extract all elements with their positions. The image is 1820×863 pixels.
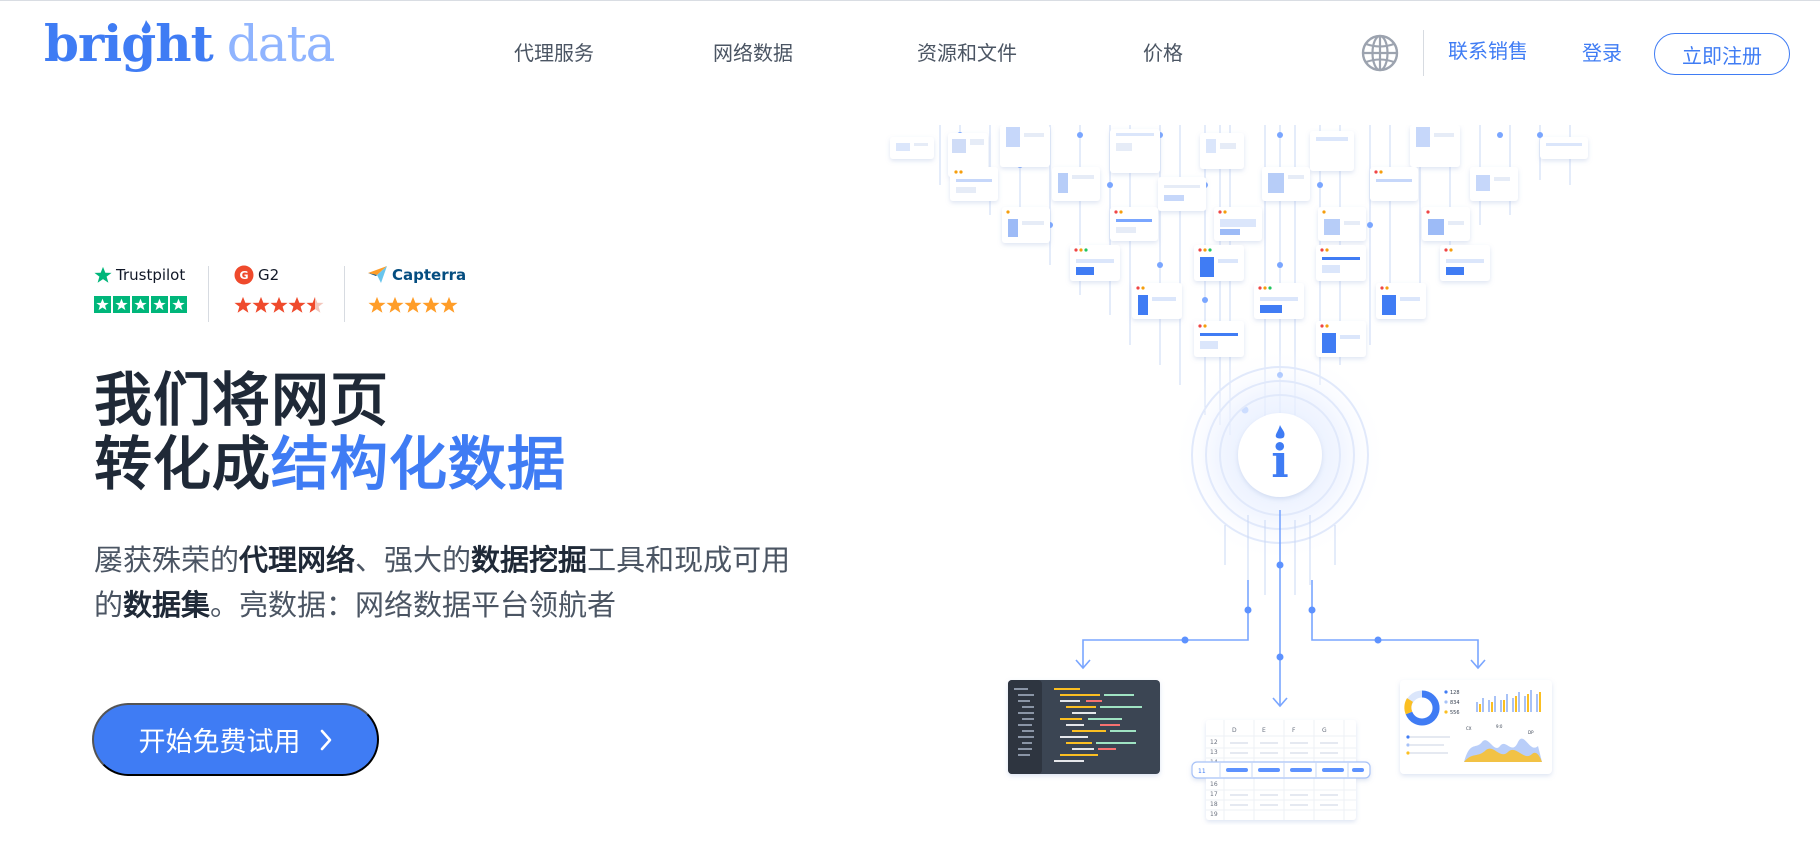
rating-trustpilot[interactable]: Trustpilot [94, 264, 187, 324]
header-divider [1423, 30, 1424, 76]
rating-name-g2: G2 [258, 266, 280, 284]
subtitle-text: 、强大的 [355, 543, 472, 577]
subtitle-bold-mining: 数据挖掘 [471, 543, 588, 577]
cta-label: 开始免费试用 [138, 727, 301, 757]
start-free-trial-button[interactable]: 开始免费试用 [92, 703, 379, 776]
brand-word-bright: bright [44, 14, 214, 73]
g2-stars [234, 296, 324, 314]
brand-logo[interactable]: bright data [44, 14, 336, 84]
rating-divider [344, 266, 345, 322]
capterra-stars [368, 296, 466, 314]
svg-text:834: 834 [1450, 700, 1460, 706]
capterra-logo-icon [368, 266, 387, 283]
headline-line-2-accent: 结构化数据 [271, 430, 567, 498]
svg-text:12: 12 [1210, 739, 1218, 746]
subtitle-bold-datasets: 数据集 [123, 588, 211, 622]
subtitle-bold-proxy: 代理网络 [239, 543, 356, 577]
svg-text:G: G [1322, 727, 1327, 734]
globe-icon[interactable] [1360, 33, 1400, 73]
rating-name-trustpilot: Trustpilot [116, 266, 186, 284]
nav-item-proxy[interactable]: 代理服务 [514, 41, 594, 65]
svg-text:17: 17 [1210, 791, 1218, 798]
svg-text:13: 13 [1210, 749, 1218, 756]
table-card: D E F G 12 13 14 16 17 18 19 11 [1191, 720, 1371, 820]
brand-word-data: data [226, 15, 336, 73]
svg-text:G: G [239, 269, 248, 282]
contact-sales-link[interactable]: 联系销售 [1448, 39, 1528, 63]
chevron-right-icon [320, 729, 331, 750]
subtitle-text: 工具和现成可用的 [94, 543, 791, 622]
top-border [0, 0, 1820, 1]
login-link[interactable]: 登录 [1582, 41, 1622, 65]
svg-text:128: 128 [1450, 690, 1460, 696]
svg-text:18: 18 [1210, 801, 1218, 808]
nav-item-resources[interactable]: 资源和文件 [917, 41, 1017, 65]
rating-name-capterra: Capterra [392, 266, 467, 284]
hub-glyph: i [1271, 434, 1288, 488]
signup-button[interactable]: 立即注册 [1654, 33, 1790, 75]
rating-capterra[interactable]: Capterra [368, 264, 466, 324]
svg-text:11: 11 [1198, 768, 1206, 775]
svg-text:D: D [1232, 727, 1237, 734]
svg-text:F: F [1292, 727, 1296, 734]
data-funnel-illustration: i [890, 125, 1588, 820]
hero-headline: 我们将网页 转化成结构化数据 [94, 368, 566, 496]
svg-text:E: E [1262, 727, 1266, 734]
flame-icon [141, 20, 151, 34]
headline-line-2-prefix: 转化成 [94, 430, 272, 498]
dashboard-card: 128 834 556 CX 9:0 DP [1400, 680, 1552, 774]
svg-text:DP: DP [1528, 730, 1534, 735]
trustpilot-stars [94, 296, 187, 313]
rating-divider [208, 266, 209, 322]
svg-text:16: 16 [1210, 781, 1218, 788]
headline-line-1: 我们将网页 [94, 366, 390, 434]
nav-item-pricing[interactable]: 价格 [1143, 41, 1183, 65]
subtitle-text: 。亮数据：网络数据平台领航者 [210, 588, 617, 622]
rating-badges: Trustpilot G G2 [94, 264, 494, 324]
g2-logo-icon: G [234, 265, 254, 285]
hero-subtitle: 屡获殊荣的代理网络、强大的数据挖掘工具和现成可用的数据集。亮数据：网络数据平台领… [94, 538, 814, 628]
rating-g2[interactable]: G G2 [234, 264, 324, 324]
trustpilot-star-icon [94, 266, 112, 283]
subtitle-text: 屡获殊荣的 [94, 543, 240, 577]
svg-text:556: 556 [1450, 710, 1460, 716]
svg-text:9:0: 9:0 [1496, 724, 1503, 729]
svg-text:19: 19 [1210, 811, 1218, 818]
code-editor-card [1008, 680, 1160, 774]
main-nav: 代理服务 网络数据 资源和文件 价格 [0, 36, 1820, 70]
svg-text:CX: CX [1466, 726, 1472, 731]
site-header: bright data 代理服务 网络数据 资源和文件 价格 联系销售 登录 立… [0, 0, 1820, 108]
nav-item-web-data[interactable]: 网络数据 [713, 41, 793, 65]
